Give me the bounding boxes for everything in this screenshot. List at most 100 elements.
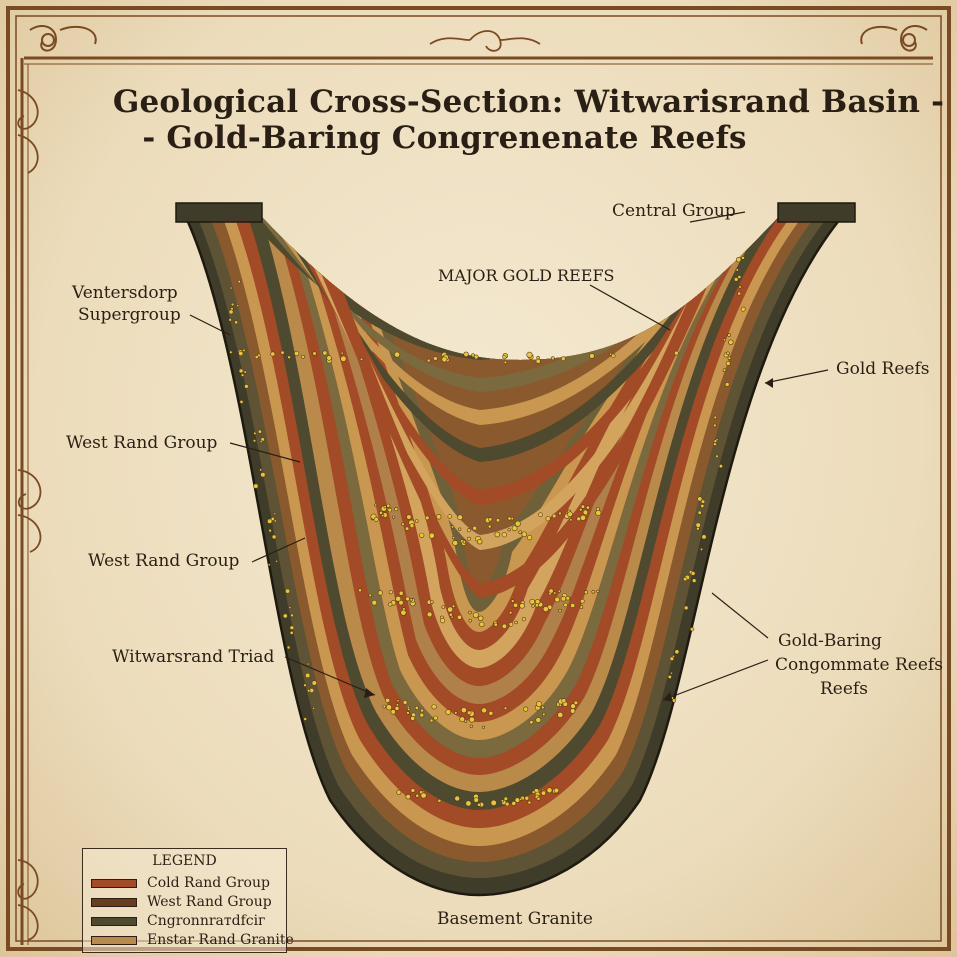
gold-pebble: [396, 789, 402, 795]
corner-flourish-top-right: [860, 25, 928, 52]
gold-pebble: [286, 645, 291, 650]
leader-central-group: [689, 211, 746, 223]
gold-pebble: [307, 688, 311, 693]
gold-pebble: [414, 705, 419, 710]
leader-arrowheads: [364, 378, 773, 702]
gold-pebble: [395, 595, 402, 602]
gold-pebble: [273, 512, 277, 516]
gold-pebble: [419, 532, 425, 538]
gold-pebble: [303, 717, 308, 721]
gold-pebble: [578, 507, 583, 512]
gold-pebble: [230, 302, 235, 307]
gold-pebble: [406, 705, 410, 709]
gold-pebble: [303, 683, 307, 687]
gold-pebble: [695, 522, 701, 528]
gold-pebble: [569, 518, 573, 522]
gold-pebble: [385, 697, 391, 703]
gold-pebble: [726, 351, 730, 356]
leader-gold-baring-1: [711, 592, 769, 639]
gold-pebble: [429, 718, 434, 723]
label-west-rand-group-2: West Rand Group: [88, 551, 240, 571]
gold-pebble: [611, 353, 616, 358]
gold-pebble: [534, 603, 539, 608]
gold-pebble: [383, 505, 387, 509]
label-basement-granite: Basement Granite: [437, 909, 593, 929]
gold-pebble: [373, 516, 379, 522]
gold-pebble: [674, 649, 680, 655]
label-major-gold-reefs: MAJOR GOLD REEFS: [438, 266, 615, 285]
gold-pebble: [727, 356, 732, 361]
gold-pebble: [275, 559, 279, 563]
gold-pebble: [238, 350, 244, 356]
gold-pebble: [527, 800, 532, 805]
gold-pebble: [553, 787, 560, 794]
gold-pebble: [689, 627, 695, 632]
gold-pebble: [405, 596, 410, 602]
gold-pebble: [454, 795, 461, 802]
leader-witwatersrand-triad: [284, 656, 376, 696]
gold-pebble: [401, 522, 405, 527]
legend-swatch: [91, 935, 137, 945]
gold-pebble: [526, 534, 533, 541]
gold-pebble: [392, 515, 396, 519]
gold-pebble: [697, 496, 703, 502]
gold-pebble: [419, 790, 424, 795]
gold-pebble: [550, 356, 555, 361]
gold-pebble: [237, 279, 241, 284]
gold-pebble: [447, 514, 452, 519]
label-gold-baring-line1: Gold-Baring: [778, 631, 882, 651]
gold-pebble: [514, 520, 521, 527]
gold-pebble: [503, 706, 508, 711]
gold-pebble: [398, 600, 404, 606]
gold-pebble: [465, 800, 472, 807]
legend-item: Enstar Rand Granite: [91, 931, 294, 949]
gold-pebble: [563, 602, 568, 608]
gold-pebble: [535, 701, 542, 708]
gold-pebble: [536, 796, 541, 801]
gold-pebble: [674, 350, 679, 356]
gold-pebble: [394, 351, 401, 358]
gold-pebble: [457, 514, 463, 521]
gold-pebble: [560, 596, 567, 602]
gold-pebble: [511, 801, 517, 806]
corner-flourish-top-left: [29, 25, 97, 52]
gold-pebble: [267, 563, 271, 567]
gold-pebble: [326, 355, 332, 361]
gold-pebble: [700, 503, 705, 508]
legend-label: Cold Rand Group: [147, 875, 270, 891]
gold-pebble: [502, 355, 507, 360]
gold-pebble: [697, 510, 702, 515]
gold-pebble: [468, 610, 472, 615]
gold-pebble: [727, 333, 731, 337]
gold-pebble: [462, 540, 467, 544]
gold-pebble: [735, 268, 739, 272]
gold-pebble: [410, 788, 416, 793]
gold-pebble: [536, 356, 540, 360]
gold-pebble: [728, 339, 734, 345]
gold-pebble: [305, 672, 311, 679]
gold-pebble: [557, 589, 561, 593]
gold-pebble: [551, 513, 557, 519]
gold-pebble: [591, 589, 596, 594]
gold-pebble: [311, 680, 317, 686]
gold-pebble: [535, 358, 541, 364]
gold-pebble: [322, 350, 328, 356]
gold-pebble: [722, 338, 726, 342]
gold-pebble: [289, 630, 294, 635]
gold-pebble: [386, 503, 391, 508]
gold-pebble: [700, 499, 706, 504]
gold-pebble: [243, 370, 247, 374]
gold-pebble: [469, 724, 474, 728]
label-west-rand-group-1: West Rand Group: [66, 433, 218, 453]
gold-pebble: [561, 698, 567, 704]
gold-pebble: [712, 423, 717, 428]
gold-pebble: [488, 710, 494, 716]
gold-pebble: [270, 516, 275, 521]
gold-pebble: [570, 602, 576, 608]
gold-pebble: [396, 699, 400, 703]
gold-pebble: [312, 707, 316, 710]
gold-pebble: [441, 605, 446, 609]
gold-pebble: [519, 797, 523, 801]
gold-pebble: [437, 798, 442, 803]
